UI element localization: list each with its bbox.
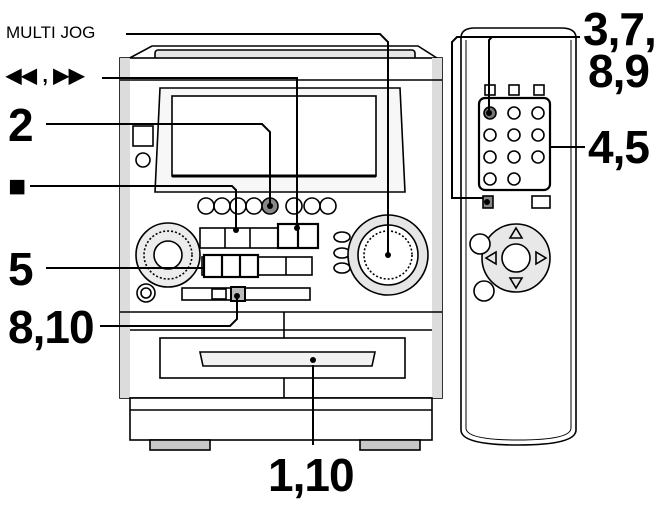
callout-lines bbox=[30, 33, 585, 445]
multi-jog-label: MULTI JOG bbox=[6, 23, 96, 42]
remote-button[interactable] bbox=[473, 280, 495, 302]
power-button[interactable] bbox=[132, 125, 154, 147]
callout-8-9: 8,9 bbox=[588, 45, 650, 97]
callout-1-10: 1,10 bbox=[268, 449, 355, 501]
remote-top-button[interactable] bbox=[508, 84, 520, 96]
callout-2: 2 bbox=[8, 99, 34, 151]
stop-label: ■ bbox=[8, 170, 27, 203]
disc-buttons[interactable] bbox=[202, 253, 260, 279]
remote-keypad[interactable] bbox=[483, 106, 545, 186]
volume-knob[interactable] bbox=[135, 222, 201, 288]
callout-3-7: 3,7, bbox=[583, 3, 657, 55]
callout-4-5: 4,5 bbox=[588, 121, 650, 173]
phones-jack[interactable] bbox=[136, 283, 156, 303]
remote-button[interactable] bbox=[469, 233, 491, 255]
callout-8-10: 8,10 bbox=[8, 301, 95, 353]
skip-label: ◀◀ , ▶▶ bbox=[6, 65, 85, 87]
remote-control bbox=[460, 27, 577, 446]
callout-5: 5 bbox=[8, 243, 34, 295]
main-unit bbox=[119, 45, 443, 451]
remote-top-button[interactable] bbox=[533, 84, 545, 96]
remote-button[interactable] bbox=[531, 195, 551, 209]
remote-direction-pad[interactable] bbox=[481, 223, 551, 293]
indicator-knob[interactable] bbox=[135, 152, 151, 168]
